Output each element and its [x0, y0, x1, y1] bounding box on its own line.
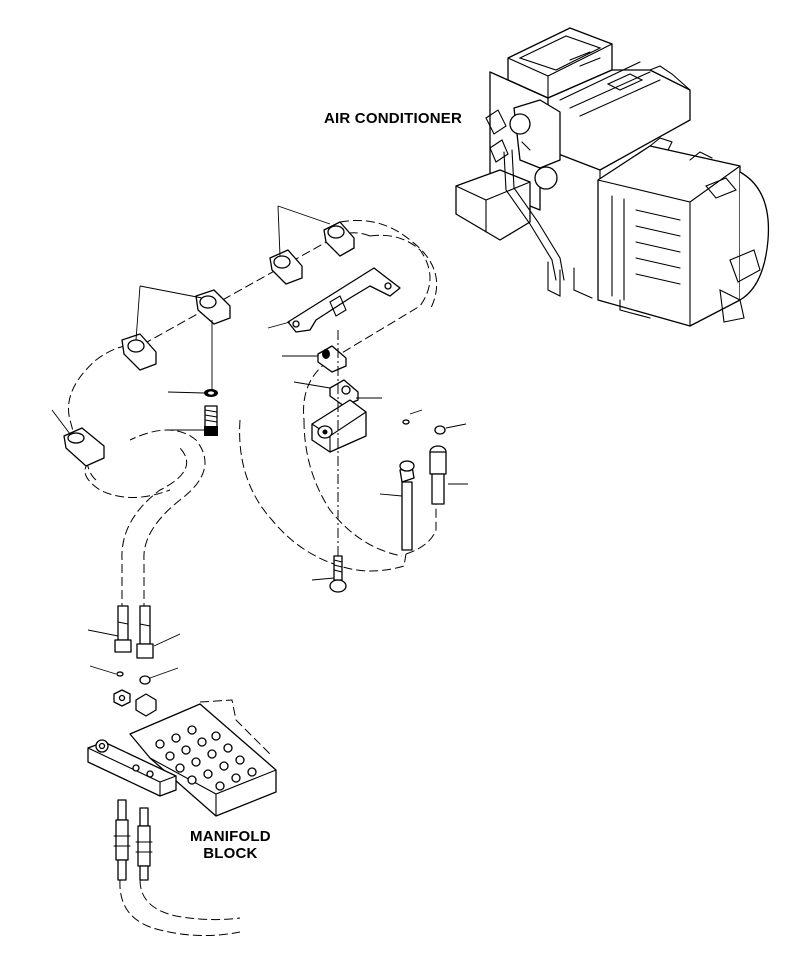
- fittings-right: [379, 409, 468, 551]
- manifold-block-label: MANIFOLD BLOCK: [190, 828, 271, 862]
- clamp-bolt: [166, 320, 218, 436]
- hose-routing: [68, 219, 438, 937]
- air-conditioner-label: AIR CONDITIONER: [324, 110, 462, 127]
- bracket-group: [267, 267, 401, 593]
- clamp-leaders: [51, 205, 331, 435]
- manifold-holes: [155, 725, 257, 791]
- manifold-block: [87, 699, 277, 881]
- air-conditioner-unit: [455, 27, 770, 327]
- manifold-label-line2: BLOCK: [203, 845, 258, 862]
- clamp-group: [63, 221, 355, 467]
- hose-ends: [87, 605, 181, 717]
- manifold-label-line1: MANIFOLD: [190, 828, 271, 845]
